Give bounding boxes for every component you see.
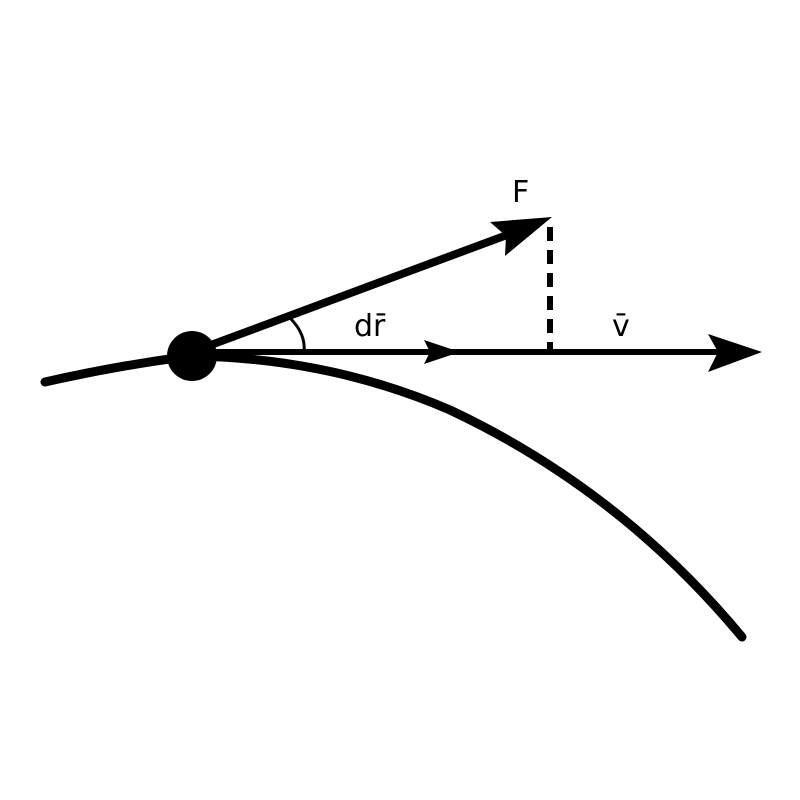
angle-arc [288,316,306,353]
force-vector-line [190,228,517,356]
displacement-label: dr̄ [354,309,386,344]
force-arrowhead [490,217,552,256]
particle-dot [167,331,217,381]
velocity-arrowhead [708,334,762,372]
force-label: F [512,175,530,210]
displacement-arrowhead [424,340,460,364]
velocity-label: v̄ [612,309,630,344]
trajectory-curve-outgoing [187,351,747,642]
